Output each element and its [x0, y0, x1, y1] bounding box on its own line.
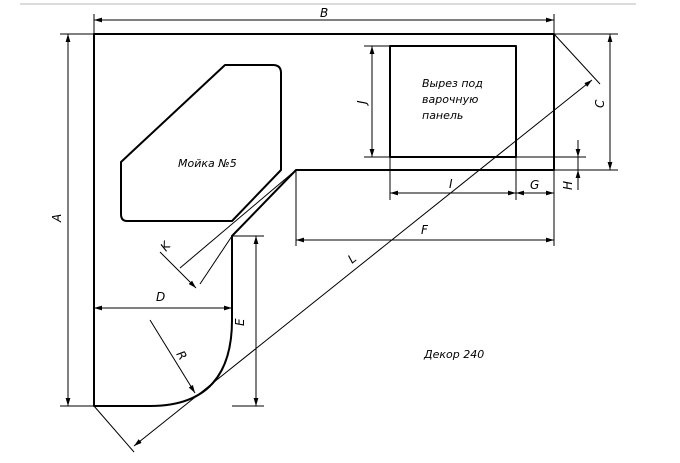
- dimension-a: [60, 33, 94, 407]
- label-a: A: [50, 214, 64, 223]
- label-i: I: [449, 177, 453, 191]
- label-g: G: [530, 178, 539, 192]
- label-h: H: [561, 181, 575, 190]
- dimension-l: [93, 33, 601, 453]
- label-b: B: [320, 6, 328, 20]
- hob-cutout-line1: Вырез под: [422, 77, 483, 90]
- hob-cutout-line3: панель: [422, 109, 463, 122]
- label-c: C: [593, 99, 607, 108]
- label-f: F: [421, 223, 429, 237]
- label-k: K: [158, 238, 175, 254]
- dimension-h: [516, 140, 586, 190]
- dimension-c: [554, 33, 618, 171]
- label-d: D: [156, 290, 165, 304]
- label-j: J: [355, 100, 369, 106]
- label-l: L: [345, 251, 359, 266]
- dimension-r: [149, 319, 196, 394]
- sink-outline: [120, 64, 282, 222]
- label-r: R: [173, 348, 189, 362]
- sink-label: Мойка №5: [178, 157, 237, 170]
- dimension-k: [159, 169, 297, 289]
- dimension-b: [93, 14, 555, 34]
- label-e: E: [233, 318, 247, 326]
- decor-label: Декор 240: [423, 348, 484, 361]
- hob-cutout-line2: варочную: [422, 93, 478, 106]
